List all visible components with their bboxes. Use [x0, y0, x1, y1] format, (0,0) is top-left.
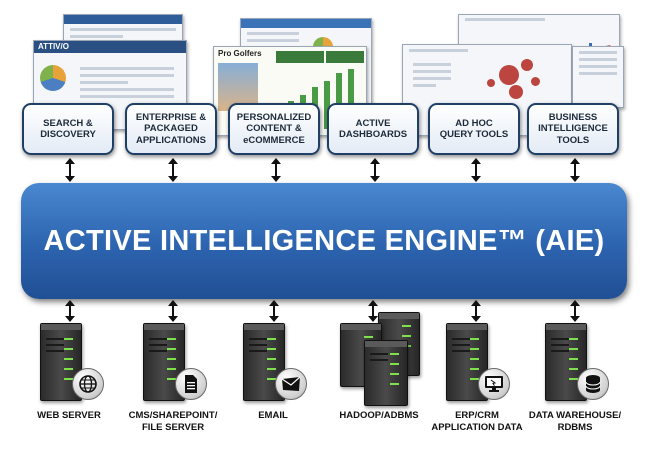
- app-ad-hoc-query: AD HOC QUERY TOOLS: [428, 103, 520, 155]
- active-intelligence-engine: ACTIVE INTELLIGENCE ENGINE™ (AIE): [21, 183, 627, 299]
- arrow-upper-1: [65, 158, 75, 182]
- app-search-discovery: SEARCH & DISCOVERY: [22, 103, 114, 155]
- app-enterprise-packaged: ENTERPRISE & PACKAGED APPLICATIONS: [125, 103, 217, 155]
- arrow-upper-6: [570, 158, 580, 182]
- golfers-title: Pro Golfers: [218, 49, 262, 58]
- arrow-upper-2: [168, 158, 178, 182]
- screenshot-table-view: [572, 46, 624, 108]
- source-label-hadoop: HADOOP/ADBMS: [339, 410, 419, 421]
- arrow-upper-3: [271, 158, 281, 182]
- pie-chart-thumbnail: [40, 65, 66, 91]
- database-icon: [577, 368, 609, 400]
- monitor-icon: [478, 368, 510, 400]
- arrow-lower-3: [269, 300, 279, 322]
- app-business-intelligence: BUSINESS INTELLIGENCE TOOLS: [527, 103, 619, 155]
- envelope-icon: [275, 368, 307, 400]
- globe-icon: [72, 368, 104, 400]
- source-label-erp-crm: ERP/CRM APPLICATION DATA: [431, 410, 523, 433]
- engine-title: ACTIVE INTELLIGENCE ENGINE™ (AIE): [43, 224, 605, 257]
- arrow-lower-1: [65, 300, 75, 322]
- arrow-upper-5: [471, 158, 481, 182]
- app-personalized-content: PERSONALIZED CONTENT & eCOMMERCE: [228, 103, 320, 155]
- source-label-cms: CMS/SHAREPOINT/ FILE SERVER: [128, 410, 218, 433]
- server-cluster-icon: [364, 340, 408, 406]
- source-label-data-warehouse: DATA WAREHOUSE/ RDBMS: [528, 410, 622, 433]
- arrow-upper-4: [370, 158, 380, 182]
- arrow-lower-5: [471, 300, 481, 322]
- document-icon: [175, 368, 207, 400]
- server-cms: [143, 323, 185, 401]
- arrow-lower-6: [570, 300, 580, 322]
- arrow-lower-2: [168, 300, 178, 322]
- arrow-lower-4: [368, 300, 378, 322]
- attivio-logo: ATTIV/O: [34, 41, 186, 53]
- source-label-email: EMAIL: [258, 410, 288, 421]
- app-active-dashboards: ACTIVE DASHBOARDS: [327, 103, 419, 155]
- source-label-web-server: WEB SERVER: [37, 410, 101, 421]
